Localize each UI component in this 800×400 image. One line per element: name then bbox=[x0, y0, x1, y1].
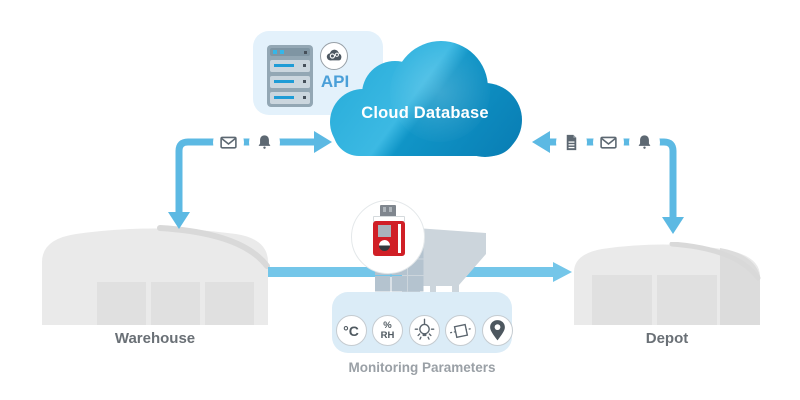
temperature-glyph: °C bbox=[343, 322, 359, 339]
cloud-database-label: Cloud Database bbox=[361, 104, 489, 122]
temperature-icon: °C bbox=[335, 315, 367, 346]
server-slot bbox=[270, 76, 310, 88]
logger-button bbox=[379, 240, 390, 251]
location-pin-icon bbox=[481, 315, 513, 346]
warehouse-label: Warehouse bbox=[114, 330, 196, 347]
depot-label: Depot bbox=[645, 330, 689, 347]
light-bulb-icon bbox=[408, 315, 440, 346]
server-slot bbox=[270, 60, 310, 72]
mail-icon bbox=[592, 126, 624, 158]
server-slot bbox=[270, 92, 310, 104]
humidity-icon: % RH bbox=[372, 315, 403, 346]
cloud-shape bbox=[330, 41, 522, 157]
arrowhead-down-depot bbox=[662, 217, 684, 234]
arrowhead-right-cloud bbox=[314, 131, 332, 153]
warehouse-building bbox=[42, 225, 270, 325]
mail-icon bbox=[212, 126, 244, 158]
arrowhead-left-cloud bbox=[532, 131, 550, 153]
tilt-icon bbox=[445, 315, 476, 346]
server-icon bbox=[267, 45, 313, 107]
warehouse-cloud-arrow bbox=[175, 138, 315, 213]
server-top-bar bbox=[270, 48, 310, 56]
api-label: API bbox=[320, 72, 350, 91]
monitoring-parameters-label: Monitoring Parameters bbox=[348, 360, 496, 375]
alert-bell-icon bbox=[628, 126, 660, 158]
arrowhead-down-warehouse bbox=[168, 212, 190, 229]
usb-connector bbox=[380, 205, 396, 217]
depot-building bbox=[574, 242, 761, 325]
cloud-depot-arrow bbox=[548, 138, 677, 218]
api-cloud-gears-icon bbox=[320, 42, 348, 70]
report-icon bbox=[555, 126, 587, 158]
usb-data-logger-icon bbox=[351, 200, 425, 274]
alert-bell-icon bbox=[248, 126, 280, 158]
